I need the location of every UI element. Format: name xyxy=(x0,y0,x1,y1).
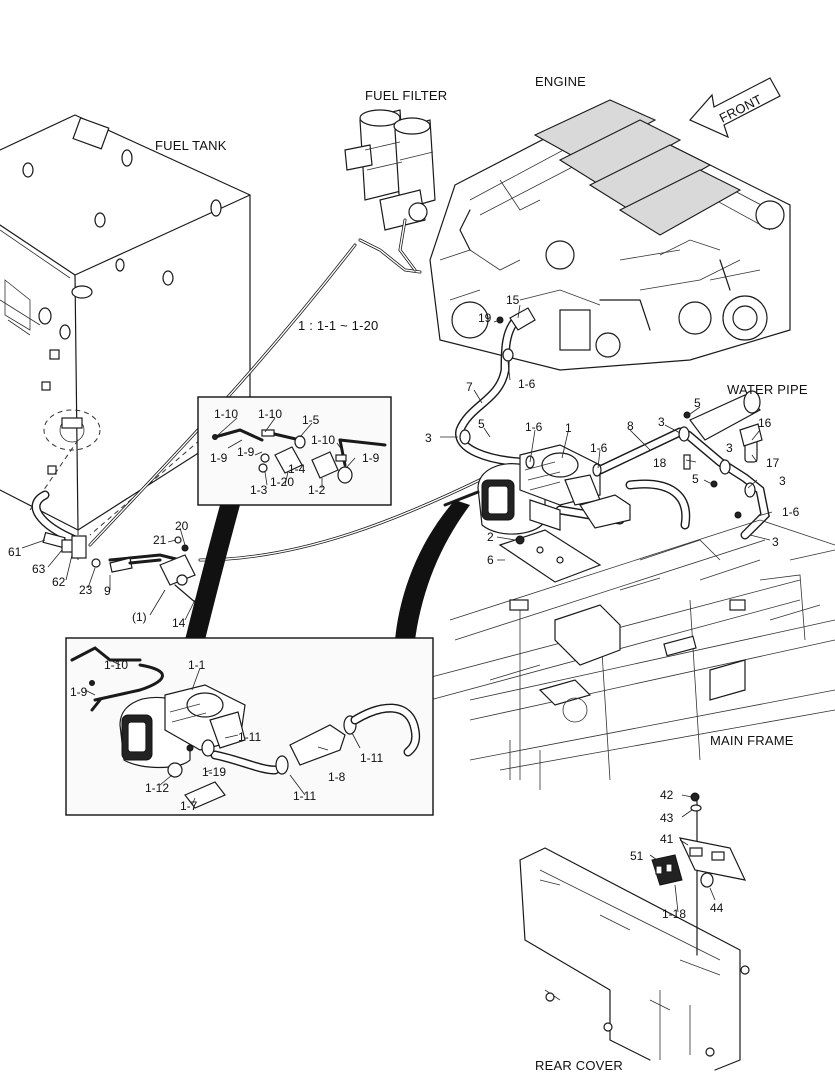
callout: 1-5 xyxy=(302,413,320,427)
callout: 1-20 xyxy=(270,475,294,489)
callout: 20 xyxy=(175,519,189,533)
callout: 1-7 xyxy=(180,799,198,813)
fuel-tank-label: FUEL TANK xyxy=(155,138,227,153)
callout: 1-1 xyxy=(188,658,206,672)
callout: 8 xyxy=(627,419,634,433)
callout: 1-6 xyxy=(518,377,536,391)
callout: 62 xyxy=(52,575,66,589)
callout: (1) xyxy=(132,610,147,624)
callout: 43 xyxy=(660,811,674,825)
callout: 1-19 xyxy=(202,765,226,779)
fuel-filter xyxy=(344,109,436,274)
callout: 1-4 xyxy=(288,462,306,476)
callout: 1-11 xyxy=(360,751,383,765)
callout: 1-18 xyxy=(662,907,686,921)
callout: 1-12 xyxy=(145,781,169,795)
front-arrow: FRONT xyxy=(689,77,781,139)
callout: 19 xyxy=(478,311,492,325)
callout: 9 xyxy=(104,584,111,598)
callout: 7 xyxy=(466,380,473,394)
callout: 15 xyxy=(506,293,520,307)
callout: 1-9 xyxy=(70,685,88,699)
rear-cover-label: REAR COVER xyxy=(535,1058,623,1073)
fuel-filter-label: FUEL FILTER xyxy=(365,88,447,103)
fuel-tank xyxy=(0,114,251,560)
callout: 1-9 xyxy=(362,451,380,465)
main-frame-label: MAIN FRAME xyxy=(710,733,794,748)
water-pipe xyxy=(689,390,763,463)
fittings xyxy=(459,307,756,519)
callout: 63 xyxy=(32,562,46,576)
callout: 1 xyxy=(565,421,572,435)
callout: 2 xyxy=(487,530,494,544)
callout: 6 xyxy=(487,553,494,567)
callout: 1-6 xyxy=(590,441,608,455)
callout: 5 xyxy=(478,417,485,431)
callout: 1-10 xyxy=(258,407,282,421)
callout: 44 xyxy=(710,901,724,915)
rear-cover xyxy=(519,799,750,1071)
callout: 1-11 xyxy=(238,730,261,744)
callout: 17 xyxy=(766,456,780,470)
callout: 16 xyxy=(758,416,772,430)
callout: 1-10 xyxy=(214,407,238,421)
leader-lines xyxy=(21,304,773,913)
callout: 3 xyxy=(425,431,432,445)
callout: 41 xyxy=(660,832,674,846)
callout: 1-8 xyxy=(328,770,346,784)
inset-bottom-panel xyxy=(65,500,470,816)
main-frame xyxy=(419,519,835,790)
callout: 3 xyxy=(779,474,786,488)
callout: 1-9 xyxy=(210,451,228,465)
callout: 1-2 xyxy=(308,483,326,497)
engine-label: ENGINE xyxy=(535,74,586,89)
inset-top-panel xyxy=(185,396,392,640)
callout: 3 xyxy=(772,535,779,549)
callout: 1-9 xyxy=(237,445,255,459)
water-pipe-label: WATER PIPE xyxy=(727,382,808,397)
callout: 3 xyxy=(658,415,665,429)
callout: 1-6 xyxy=(525,420,543,434)
mounting-bracket xyxy=(498,529,602,583)
callout: 21 xyxy=(153,533,167,547)
callout: 3 xyxy=(726,441,733,455)
callout: 42 xyxy=(660,788,674,802)
engine xyxy=(429,99,791,371)
callout: 1-10 xyxy=(311,433,335,447)
callout: 23 xyxy=(79,583,93,597)
callout: 1-10 xyxy=(104,658,128,672)
kit-note: 1 : 1-1 ~ 1-20 xyxy=(298,318,379,333)
callout: 5 xyxy=(694,396,701,410)
callout: 1-6 xyxy=(782,505,800,519)
heater-assembly xyxy=(443,444,631,535)
switch-bracket xyxy=(651,792,747,888)
tank-outlet-fittings xyxy=(31,490,211,616)
callout: 1-11 xyxy=(293,789,316,803)
callout: 5 xyxy=(692,472,699,486)
callout: 51 xyxy=(630,849,644,863)
callout: 1-3 xyxy=(250,483,268,497)
callout: 18 xyxy=(653,456,667,470)
callout: 61 xyxy=(8,545,22,559)
callout: 14 xyxy=(172,616,186,630)
